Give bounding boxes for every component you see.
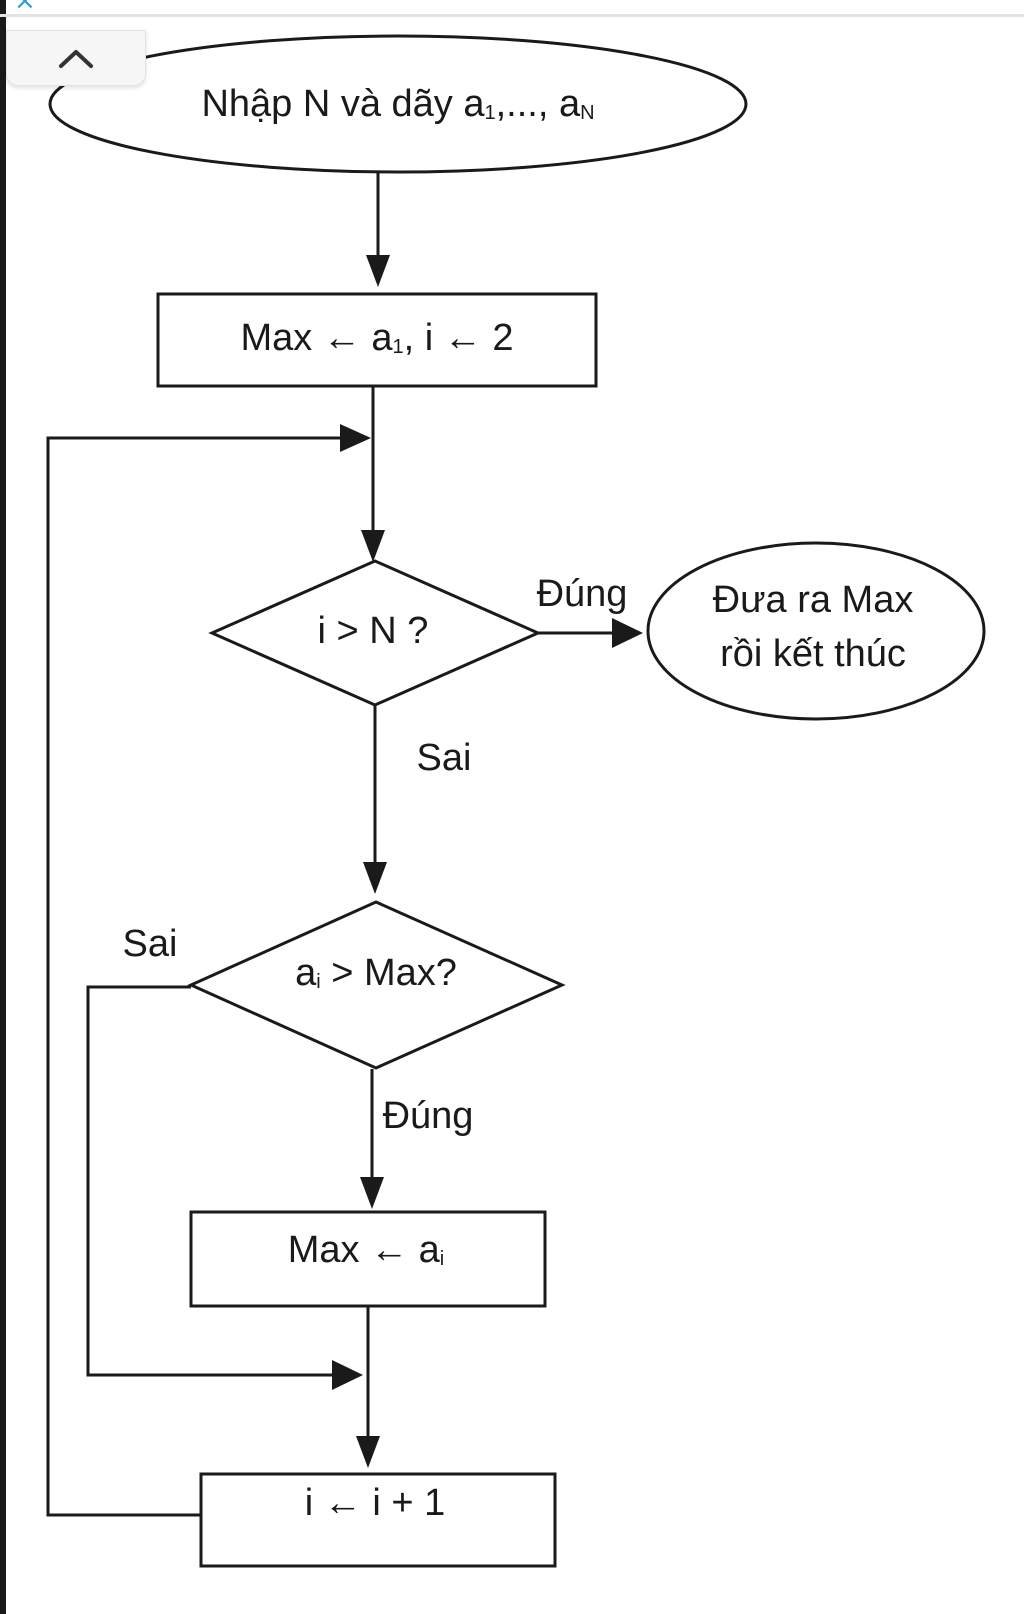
connector-decision2-bypass: Sai [86, 923, 363, 1390]
decision2-false-label: Sai [123, 923, 178, 965]
connector-decision1-end: Đúng [537, 573, 643, 648]
decision2-true-label: Đúng [383, 1095, 474, 1137]
increment-node: i ← i + 1 [199, 1472, 557, 1568]
increment-label: i ← i + 1 [305, 1482, 445, 1524]
loop-back-connector [46, 424, 371, 1517]
chevron-up-icon [59, 50, 93, 68]
init-label: Max ← a1, i ← 2 [241, 317, 514, 359]
left-edge-bar [0, 0, 6, 1614]
connector-init-decision1 [361, 387, 385, 562]
start-label: Nhập N và dãy a1,..., aN [201, 83, 594, 125]
decision2-label: ai > Max? [295, 952, 457, 994]
connector-decision2-assign: Đúng [360, 1069, 473, 1209]
connector-assign-increment [356, 1307, 380, 1468]
top-divider [0, 14, 1024, 17]
end-label-line2: rồi kết thúc [720, 633, 906, 675]
decision1-false-label: Sai [417, 737, 472, 779]
collapse-button[interactable] [6, 30, 146, 86]
connector-start-init [366, 173, 390, 287]
end-label-line1: Đưa ra Max [713, 579, 914, 621]
decision1-label: i > N ? [318, 610, 429, 652]
init-node: Max ← a1, i ← 2 [156, 292, 598, 388]
assign-node: Max ← ai [189, 1210, 547, 1308]
decision1-true-label: Đúng [537, 573, 628, 615]
decision-node-i-gt-n: i > N ? [208, 559, 542, 707]
connector-decision1-decision2: Sai [363, 705, 471, 894]
assign-label: Max ← ai [288, 1229, 445, 1271]
decision-node-ai-gt-max: ai > Max? [187, 900, 566, 1070]
end-node: Đưa ra Max rồi kết thúc [646, 541, 986, 721]
close-icon[interactable]: × [14, 0, 36, 16]
start-node: Nhập N và dãy a1,..., aN [48, 34, 748, 174]
